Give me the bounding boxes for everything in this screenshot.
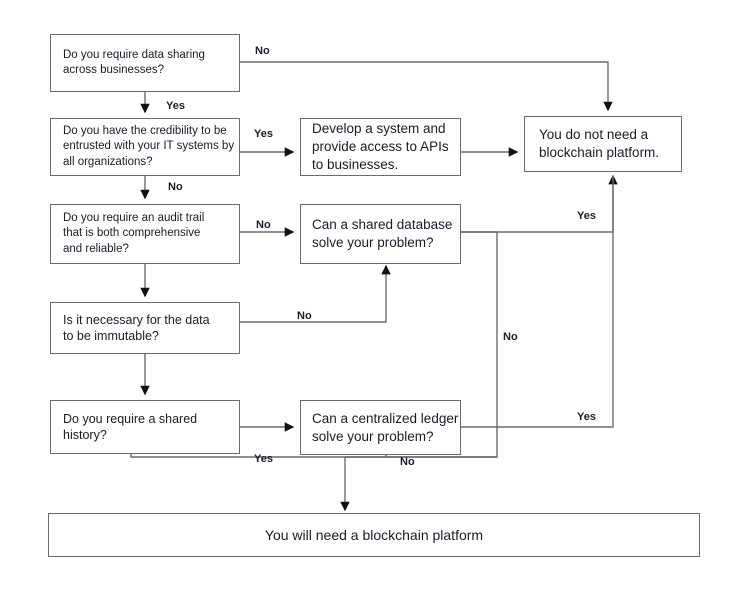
edge-data-sharing-no	[240, 61, 613, 112]
node-centralized-ledger[interactable]: Can a centralized ledger solve your prob…	[300, 400, 461, 455]
node-need-blockchain-label: You will need a blockchain platform	[264, 526, 484, 543]
node-develop-system-label: Develop a system and provide access to A…	[312, 121, 449, 172]
edge-shared-database-yes	[461, 174, 618, 233]
node-shared-database[interactable]: Can a shared database solve your problem…	[300, 204, 461, 264]
edge-label-credibility-no: No	[168, 181, 183, 193]
node-audit-trail[interactable]: Do you require an audit trail that is bo…	[50, 204, 240, 264]
edge-label-audit-trail-no: No	[256, 219, 271, 231]
edge-label-shared-history-yes: Yes	[254, 453, 273, 465]
edge-label-data-sharing-no: No	[255, 45, 270, 57]
node-shared-history-label: Do you require a shared history?	[63, 411, 198, 443]
edge-label-shared-database-yes: Yes	[577, 210, 596, 222]
node-immutable[interactable]: Is it necessary for the data to be immut…	[50, 302, 240, 354]
node-credibility[interactable]: Do you have the credibility to be entrus…	[50, 118, 240, 176]
edge-label-centralized-ledger-yes: Yes	[577, 411, 596, 423]
edge-label-shared-database-no: No	[503, 331, 518, 343]
edge-label-immutable-no: No	[297, 310, 312, 322]
node-develop-system[interactable]: Develop a system and provide access to A…	[300, 118, 461, 176]
node-centralized-ledger-label: Can a centralized ledger solve your prob…	[312, 410, 459, 444]
node-need-blockchain[interactable]: You will need a blockchain platform	[48, 513, 700, 557]
node-data-sharing[interactable]: Do you require data sharing across busin…	[50, 34, 240, 92]
node-data-sharing-label: Do you require data sharing across busin…	[63, 48, 205, 76]
edge-label-centralized-ledger-no: No	[400, 456, 415, 468]
node-immutable-label: Is it necessary for the data to be immut…	[63, 312, 210, 344]
node-no-blockchain[interactable]: You do not need a blockchain platform.	[524, 116, 682, 172]
node-no-blockchain-label: You do not need a blockchain platform.	[539, 127, 660, 160]
node-shared-database-label: Can a shared database solve your problem…	[312, 217, 453, 250]
node-credibility-label: Do you have the credibility to be entrus…	[63, 125, 235, 168]
edge-label-credibility-yes: Yes	[254, 128, 273, 140]
edge-label-data-sharing-yes: Yes	[166, 100, 185, 112]
node-audit-trail-label: Do you require an audit trail that is bo…	[63, 212, 205, 255]
edge-immutable-no	[240, 264, 391, 323]
node-shared-history[interactable]: Do you require a shared history?	[50, 400, 240, 454]
